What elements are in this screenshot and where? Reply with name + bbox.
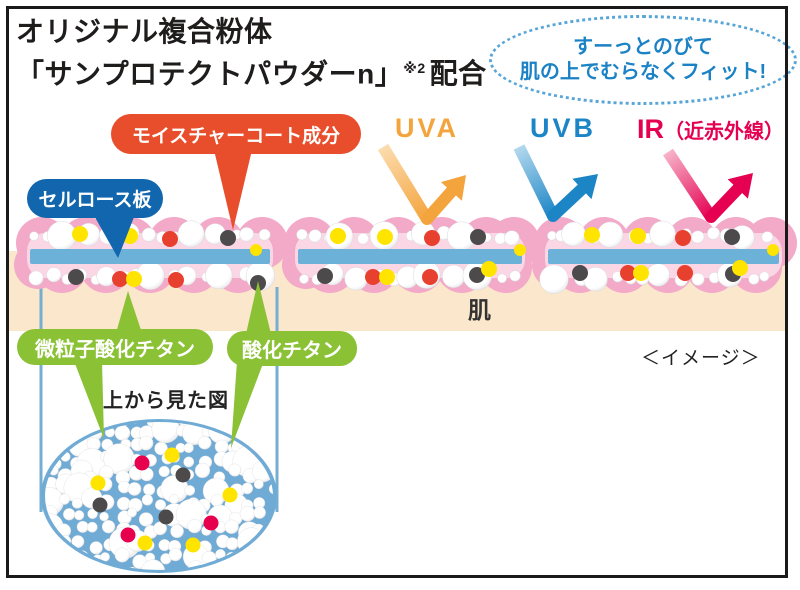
moisture-coat-label: モイスチャーコート成分 (111, 114, 361, 154)
uvb-label: UVB (529, 113, 596, 143)
image-disclaimer: ＜イメージ＞ (641, 348, 761, 369)
title-line1: オリジナル複合粉体 (16, 16, 273, 47)
top-view-caption: 上から見た図 (103, 390, 229, 412)
ir-label-main: IR (637, 114, 664, 144)
title-footnote-marker: ※2 (403, 60, 426, 76)
fine-titanium-oxide-label: 微粒子酸化チタン (17, 329, 213, 365)
title-line2-text: 「サンプロテクトパウダーn」 (16, 58, 404, 90)
uva-label: UVA (394, 113, 459, 143)
fit-callout-line2: 肌の上でむらなくフィット! (519, 61, 767, 83)
title-line2-end: 配合 (429, 58, 487, 90)
fit-callout: すーっとのびて 肌の上でむらなくフィット! (489, 15, 797, 105)
skin-label: 肌 (468, 297, 491, 323)
titanium-oxide-label: 酸化チタン (227, 331, 357, 366)
ir-label: IR（近赤外線） (637, 114, 784, 145)
cellulose-plate-label: セルロース板 (27, 179, 163, 218)
fit-callout-line1: すーっとのびて (573, 36, 713, 58)
ir-label-paren: （近赤外線） (664, 121, 784, 143)
